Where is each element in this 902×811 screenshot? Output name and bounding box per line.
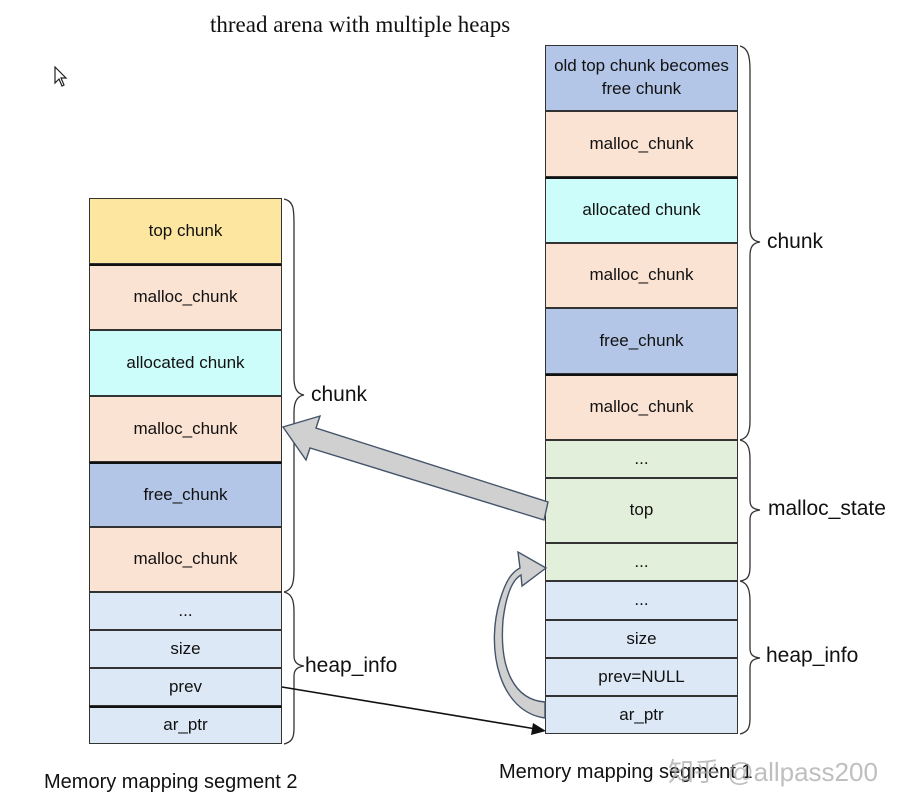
malloc-state-ellipsis-cell: ... xyxy=(545,543,738,581)
malloc-state-top-cell: top xyxy=(545,478,738,543)
right-malloc-state-label: malloc_state xyxy=(768,497,886,520)
heap-info-prev-null-cell: prev=NULL xyxy=(545,658,738,696)
ar-ptr-curved-block-arrow xyxy=(493,550,548,719)
heap-info-ellipsis-cell: ... xyxy=(89,592,282,630)
heap-info-ar-ptr-cell: ar_ptr xyxy=(89,706,282,744)
diagram-title: thread arena with multiple heaps xyxy=(210,12,511,37)
watermark-text: 知乎 @allpass200 xyxy=(668,757,878,787)
malloc-chunk-cell: malloc_chunk xyxy=(89,264,282,330)
malloc-state-ellipsis-cell: ... xyxy=(545,440,738,478)
heap-info-size-cell: size xyxy=(89,630,282,668)
prev-pointer-arrowhead xyxy=(531,723,546,735)
left-chunk-label: chunk xyxy=(311,383,368,406)
left-heap-info-brace xyxy=(283,591,305,745)
heap-info-ar-ptr-cell: ar_ptr xyxy=(545,696,738,734)
allocated-chunk-cell: allocated chunk xyxy=(545,177,738,243)
left-heap-info-label: heap_info xyxy=(305,654,398,677)
heap-info-size-cell: size xyxy=(545,620,738,658)
top-pointer-block-arrow xyxy=(281,414,549,521)
right-chunk-label: chunk xyxy=(767,230,824,253)
free-chunk-cell: free_chunk xyxy=(545,308,738,374)
right-heap-info-label: heap_info xyxy=(766,644,859,667)
right-heap-info-brace xyxy=(739,580,761,735)
free-chunk-cell: free_chunk xyxy=(89,462,282,527)
mouse-cursor-icon xyxy=(54,66,68,87)
malloc-chunk-cell: malloc_chunk xyxy=(545,243,738,308)
right-chunk-brace xyxy=(739,45,761,441)
right-malloc-state-brace xyxy=(739,439,761,582)
segment-1-caption: Memory mapping segment 1 xyxy=(499,761,753,783)
malloc-chunk-cell: malloc_chunk xyxy=(89,396,282,462)
old-top-chunk-cell: old top chunk becomes free chunk xyxy=(545,45,738,111)
heap-info-prev-cell: prev xyxy=(89,668,282,706)
malloc-chunk-cell: malloc_chunk xyxy=(545,374,738,440)
heap-info-ellipsis-cell: ... xyxy=(545,581,738,620)
segment-2-caption: Memory mapping segment 2 xyxy=(44,771,298,793)
malloc-chunk-cell: malloc_chunk xyxy=(89,527,282,592)
top-chunk-cell: top chunk xyxy=(89,198,282,264)
malloc-chunk-cell: malloc_chunk xyxy=(545,111,738,177)
left-chunk-brace xyxy=(283,198,305,593)
prev-pointer-arrow xyxy=(281,686,537,730)
allocated-chunk-cell: allocated chunk xyxy=(89,330,282,396)
